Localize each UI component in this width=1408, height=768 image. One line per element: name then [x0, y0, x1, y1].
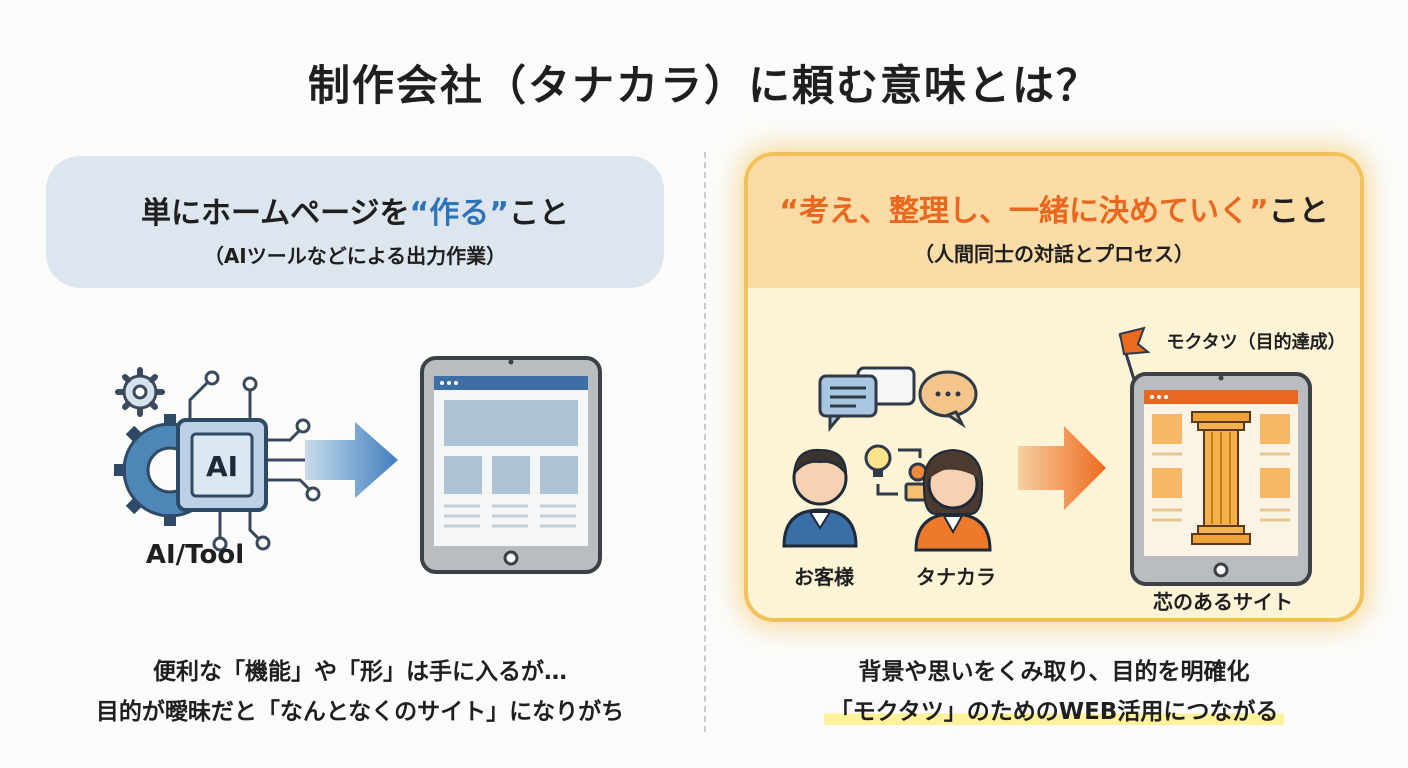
ai-chip-icon: AI [176, 418, 268, 512]
right-footer-line2-wrap: 「モクタツ」のためのWEB活用につながる [724, 692, 1384, 732]
customer-label: お客様 [794, 565, 854, 589]
tanakara-label: タナカラ [916, 565, 996, 589]
right-heading: “考え、整理し、一緒に決めていく”こと [748, 186, 1360, 230]
right-arrow-icon [305, 422, 398, 498]
right-footer-line1: 背景や思いをくみ取り、目的を明確化 [858, 659, 1250, 685]
left-heading-suffix: こと [508, 196, 569, 231]
right-heading-highlight: “考え、整理し、一緒に決めていく” [779, 194, 1269, 229]
left-subheading: （AIツールなどによる出力作業） [203, 244, 507, 268]
ai-tool-caption: AI/Tool [145, 540, 245, 570]
customer-avatar-icon [782, 448, 858, 548]
left-heading-prefix: 単にホームページを [141, 196, 410, 231]
left-footer: 便利な「機能」や「形」は手に入るが… 目的が曖昧だと「なんとなくのサイト」になり… [40, 652, 680, 732]
ai-chip-label: AI [206, 450, 238, 483]
goal-flag-icon [1118, 326, 1151, 387]
tablet-wireframe-icon [420, 356, 602, 574]
site-label: 芯のあるサイト [1153, 590, 1293, 614]
left-footer-line2: 目的が曖昧だと「なんとなくのサイト」になりがち [95, 699, 625, 725]
left-footer-line1: 便利な「機能」や「形」は手に入るが… [153, 659, 567, 685]
small-gear-icon [115, 367, 165, 417]
left-header-card: 単にホームページを“作る”こと （AIツールなどによる出力作業） [46, 156, 664, 288]
right-header: “考え、整理し、一緒に決めていく”こと （人間同士の対話とプロセス） [748, 156, 1360, 288]
left-heading: 単にホームページを“作る”こと [46, 188, 664, 232]
right-illustration [782, 326, 1312, 586]
idea-bulb-icon [864, 444, 892, 477]
goal-flag-label: モクタツ（目的達成） [1166, 332, 1346, 353]
left-illustration: AI [114, 356, 602, 574]
right-heading-suffix: こと [1268, 194, 1329, 229]
right-arrow-icon [1018, 426, 1106, 510]
left-heading-highlight: “作る” [409, 196, 509, 231]
tablet-pillar-icon [1130, 372, 1312, 586]
right-panel: “考え、整理し、一緒に決めていく”こと （人間同士の対話とプロセス） [744, 152, 1364, 622]
right-footer: 背景や思いをくみ取り、目的を明確化 「モクタツ」のためのWEB活用につながる [724, 652, 1384, 732]
ellipsis-bubble-icon [918, 370, 978, 429]
right-subheading: （人間同士の対話とプロセス） [914, 242, 1194, 266]
page-title: 制作会社（タナカラ）に頼む意味とは？ [307, 61, 1100, 110]
chat-bubble-icon [818, 366, 916, 433]
center-divider [704, 152, 706, 732]
cycle-arrows-icon [876, 448, 922, 496]
tanakara-avatar-icon [914, 448, 992, 552]
right-footer-line2: 「モクタツ」のためのWEB活用につながる [823, 699, 1285, 725]
